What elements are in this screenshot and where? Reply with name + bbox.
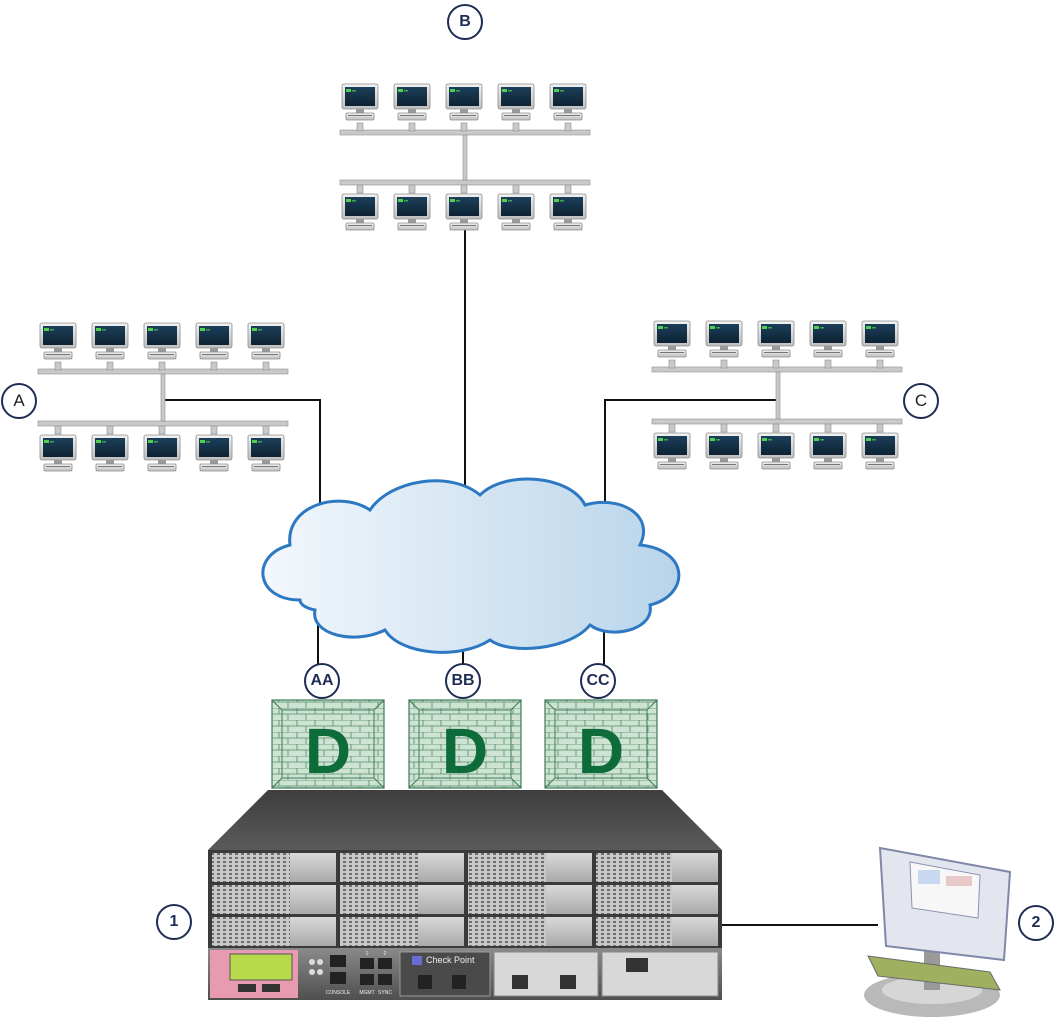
fiber-port xyxy=(560,975,576,989)
usb-port xyxy=(262,984,280,992)
network-a-row-2 xyxy=(39,434,285,472)
port-label: 1 xyxy=(366,951,369,957)
network-port xyxy=(360,958,374,969)
callout-aa: AA xyxy=(304,663,340,699)
pc-icon xyxy=(195,434,233,472)
expansion-module xyxy=(601,951,719,997)
brand-label: Check Point xyxy=(426,955,475,965)
link-lines xyxy=(165,230,878,926)
callout-a: A xyxy=(1,383,37,419)
pc-icon xyxy=(341,193,379,231)
pc-icon xyxy=(757,432,795,470)
network-port xyxy=(378,974,392,985)
pc-icon xyxy=(143,434,181,472)
network-b xyxy=(339,83,591,231)
check-point-logo xyxy=(412,956,422,965)
fiber-port xyxy=(512,975,528,989)
expansion-module xyxy=(493,951,599,997)
pc-icon xyxy=(247,322,285,360)
appliance-top xyxy=(208,790,722,850)
pc-icon xyxy=(247,434,285,472)
pc-icon xyxy=(39,434,77,472)
link-a-to-cloud xyxy=(165,399,321,520)
port-label: MGMT xyxy=(359,990,374,996)
cloud-icon xyxy=(261,477,681,654)
lcd-screen xyxy=(229,953,293,981)
pc-icon xyxy=(143,322,181,360)
pc-icon xyxy=(445,83,483,121)
pc-icon xyxy=(705,432,743,470)
nav-button xyxy=(317,969,323,975)
network-c xyxy=(651,320,903,470)
pc-icon xyxy=(549,193,587,231)
network-c-row-1 xyxy=(653,320,899,358)
network-b-bus xyxy=(339,122,591,194)
gateway-firewalls: D D D xyxy=(271,699,658,789)
console-keyboard xyxy=(867,955,1001,991)
firewall-letter: D xyxy=(578,715,624,787)
fiber-port xyxy=(452,975,466,989)
callout-cc: CC xyxy=(580,663,616,699)
fiber-port xyxy=(626,958,648,972)
pc-icon xyxy=(861,432,899,470)
firewall-letter: D xyxy=(305,715,351,787)
callout-2: 2 xyxy=(1018,905,1054,941)
pc-icon xyxy=(91,322,129,360)
network-a xyxy=(37,322,289,472)
pc-icon xyxy=(341,83,379,121)
link-c-to-cloud xyxy=(604,399,780,510)
pc-icon xyxy=(757,320,795,358)
pc-icon xyxy=(393,193,431,231)
console-port xyxy=(330,972,346,984)
network-c-bus xyxy=(651,359,903,433)
firewall-gateway-bb: D xyxy=(408,699,522,789)
firewall-gateway-cc: D xyxy=(544,699,658,789)
pc-icon xyxy=(653,320,691,358)
console-port xyxy=(330,955,346,967)
callout-1: 1 xyxy=(156,904,192,940)
pc-icon xyxy=(861,320,899,358)
pc-icon xyxy=(705,320,743,358)
port-label: SYNC xyxy=(378,990,392,996)
pc-icon xyxy=(653,432,691,470)
network-port xyxy=(360,974,374,985)
network-b-row-1 xyxy=(341,83,587,121)
firewall-gateway-aa: D xyxy=(271,699,385,789)
appliance-bay-grid xyxy=(212,853,718,946)
nav-button xyxy=(317,959,323,965)
network-b-row-2 xyxy=(341,193,587,231)
port-label: CONSOLE xyxy=(326,990,351,996)
pc-icon xyxy=(393,83,431,121)
pc-icon xyxy=(445,193,483,231)
network-port xyxy=(378,958,392,969)
pc-icon xyxy=(195,322,233,360)
pc-icon xyxy=(497,83,535,121)
pc-icon xyxy=(497,193,535,231)
network-a-bus xyxy=(37,361,289,435)
pc-icon xyxy=(809,320,847,358)
callout-b: B xyxy=(447,4,483,40)
usb-port xyxy=(238,984,256,992)
callout-bb: BB xyxy=(445,663,481,699)
network-a-row-1 xyxy=(39,322,285,360)
fiber-port xyxy=(418,975,432,989)
port-label: 2 xyxy=(384,951,387,957)
pc-icon xyxy=(91,434,129,472)
pc-icon xyxy=(809,432,847,470)
firewall-letter: D xyxy=(442,715,488,787)
pc-icon xyxy=(39,322,77,360)
network-c-row-2 xyxy=(653,432,899,470)
callout-c: C xyxy=(903,383,939,419)
nav-button xyxy=(309,959,315,965)
security-appliance: CONSOLE 1 2 MGMT SYNC Check Point xyxy=(208,790,722,1000)
nav-button xyxy=(309,969,315,975)
pc-icon xyxy=(549,83,587,121)
management-console xyxy=(864,846,1012,1017)
